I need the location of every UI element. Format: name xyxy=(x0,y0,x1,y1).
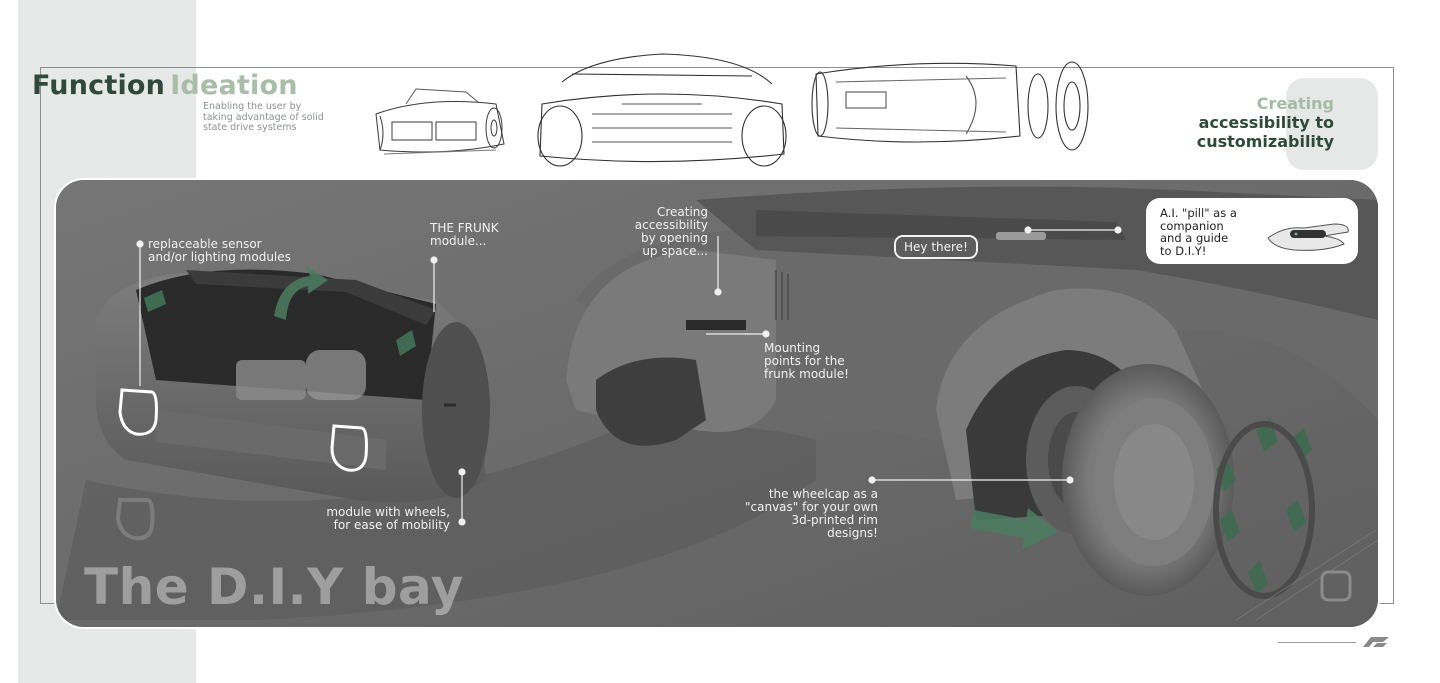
annotation-wheelcap: the wheelcap as a "canvas" for your own … xyxy=(696,488,878,540)
annotation-wheels-text: module with wheels, for ease of mobility xyxy=(326,505,450,532)
annotation-sensor: replaceable sensor and/or lighting modul… xyxy=(148,238,291,264)
diy-bay-render xyxy=(56,180,1378,627)
tagline-line-1: Creating xyxy=(1256,94,1334,113)
hand-holding-pill-icon xyxy=(1267,223,1349,251)
annotation-sensor-text: replaceable sensor and/or lighting modul… xyxy=(148,237,291,264)
brand-logo-icon xyxy=(1363,637,1389,647)
annotation-mounting: Mounting points for the frunk module! xyxy=(764,342,849,381)
tagline-backdrop xyxy=(1286,78,1378,170)
ai-pill-text: A.I. "pill" as a companion and a guide t… xyxy=(1160,206,1237,258)
frunk-module xyxy=(96,266,490,503)
page-subtitle: Enabling the user by taking advantage of… xyxy=(203,101,324,133)
annotation-wheels: module with wheels, for ease of mobility xyxy=(276,506,450,532)
annotation-space: Creating accessibility by opening up spa… xyxy=(596,206,708,258)
title-function: Function xyxy=(32,70,166,101)
annotation-frunk: THE FRUNK module... xyxy=(430,222,499,248)
frame-line xyxy=(40,67,41,604)
diy-bay-panel: The D.I.Y bay replaceable sensor and/or … xyxy=(56,180,1378,627)
diy-bay-title: The D.I.Y bay xyxy=(84,558,464,616)
hey-there-bubble: Hey there! xyxy=(894,235,978,259)
annotation-mounting-text: Mounting points for the frunk module! xyxy=(764,341,849,381)
ai-pill-callout: A.I. "pill" as a companion and a guide t… xyxy=(1146,198,1358,264)
tagline-line-3: customizability xyxy=(1196,132,1334,151)
annotation-wheelcap-text: the wheelcap as a "canvas" for your own … xyxy=(745,487,878,540)
tagline: Creating accessibility to customizabilit… xyxy=(1120,94,1334,151)
title-ideation: Ideation xyxy=(170,70,298,101)
tagline-line-2: accessibility to xyxy=(1198,113,1334,132)
sketch-module-capsule xyxy=(811,61,1089,151)
frame-line xyxy=(1393,67,1394,604)
footer-line xyxy=(1278,642,1356,643)
frame-line xyxy=(40,67,1394,68)
annotation-frunk-text: THE FRUNK module... xyxy=(430,221,499,248)
vehicle-front xyxy=(566,186,1378,599)
sketch-vehicle-front xyxy=(537,53,787,167)
page-title: Function Ideation xyxy=(32,70,298,101)
sketch-frunk-open xyxy=(375,88,505,155)
annotation-space-text: Creating accessibility by opening up spa… xyxy=(634,205,708,258)
